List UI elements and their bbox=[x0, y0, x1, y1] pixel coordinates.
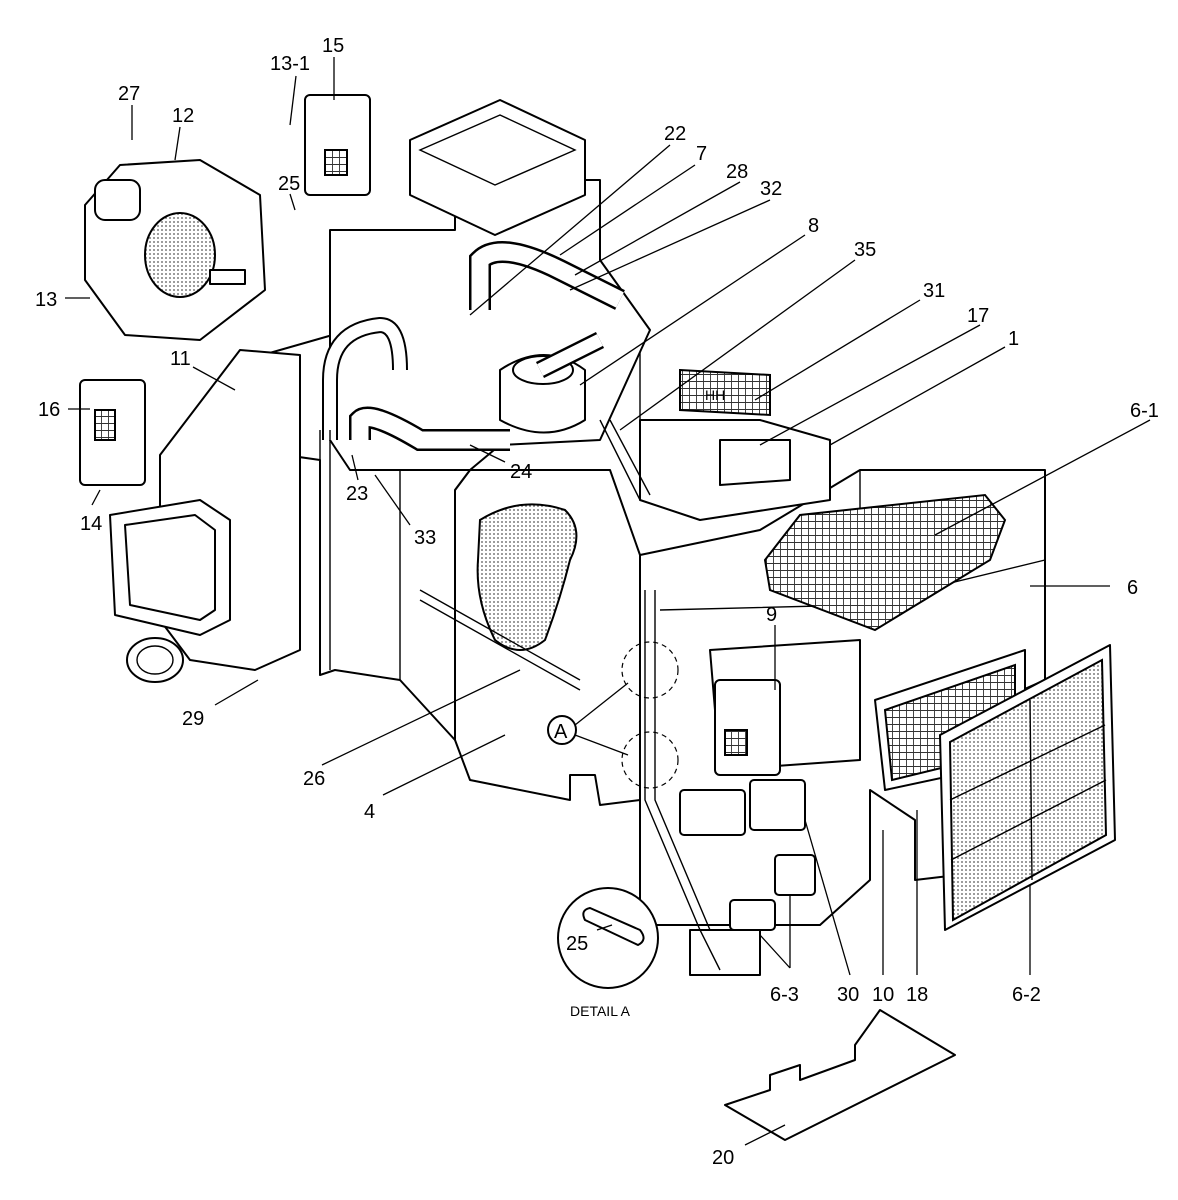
callout-13-1: 13-1 bbox=[270, 53, 310, 75]
callout-24: 24 bbox=[510, 461, 532, 483]
callout-a: A bbox=[554, 721, 568, 743]
upper-housing bbox=[329, 99, 831, 521]
callout-12: 12 bbox=[172, 105, 194, 127]
blower-housing bbox=[109, 349, 301, 683]
callout-13: 13 bbox=[35, 289, 57, 311]
actuator-15 bbox=[304, 94, 371, 196]
callout-32: 32 bbox=[760, 178, 782, 200]
detail-marker-a-lower bbox=[621, 731, 679, 789]
callout-a-circle bbox=[547, 715, 577, 745]
leader-lines bbox=[65, 57, 1151, 1146]
detail-a-clip bbox=[582, 907, 645, 946]
callout-23: 23 bbox=[346, 483, 368, 505]
callout-30: 30 bbox=[837, 984, 859, 1006]
callout-9: 9 bbox=[766, 604, 777, 626]
detail-marker-a-upper bbox=[621, 641, 679, 699]
callout-7: 7 bbox=[696, 143, 707, 165]
callout-16: 16 bbox=[38, 399, 60, 421]
actuator-9 bbox=[714, 679, 781, 776]
callout-27: 27 bbox=[118, 83, 140, 105]
callout-20: 20 bbox=[712, 1147, 734, 1169]
callout-labels: 27 12 13 13-1 15 25 22 7 28 32 8 35 31 1… bbox=[35, 35, 1159, 1169]
blower-motor bbox=[84, 159, 266, 341]
callout-4: 4 bbox=[364, 801, 375, 823]
callout-11: 11 bbox=[170, 348, 191, 370]
callout-6: 6 bbox=[1127, 577, 1138, 599]
callout-29: 29 bbox=[182, 708, 204, 730]
callout-18: 18 bbox=[906, 984, 928, 1006]
callout-35: 35 bbox=[854, 239, 876, 261]
callout-31: 31 bbox=[923, 280, 945, 302]
callout-6-3: 6-3 bbox=[770, 984, 799, 1006]
callout-6-2: 6-2 bbox=[1012, 984, 1041, 1006]
hoses bbox=[319, 241, 625, 670]
callout-22: 22 bbox=[664, 123, 686, 145]
callout-10: 10 bbox=[872, 984, 894, 1006]
callout-1: 1 bbox=[1008, 328, 1019, 350]
callout-14: 14 bbox=[80, 513, 102, 535]
cabin-filter bbox=[939, 644, 1116, 931]
callout-33: 33 bbox=[414, 527, 436, 549]
callout-25: 25 bbox=[278, 173, 300, 195]
label-stamp: HH bbox=[705, 387, 725, 403]
callout-8: 8 bbox=[808, 215, 819, 237]
foam-gasket bbox=[724, 1009, 956, 1141]
connectors bbox=[679, 779, 816, 976]
callout-26: 26 bbox=[303, 768, 325, 790]
callout-15: 15 bbox=[322, 35, 344, 57]
callout-25-detail: 25 bbox=[566, 933, 588, 955]
callout-17: 17 bbox=[967, 305, 989, 327]
callout-6-1: 6-1 bbox=[1130, 400, 1159, 422]
harness bbox=[419, 419, 721, 971]
actuator-16 bbox=[79, 379, 146, 486]
callout-28: 28 bbox=[726, 161, 748, 183]
detail-a-caption: DETAIL A bbox=[570, 1003, 631, 1019]
